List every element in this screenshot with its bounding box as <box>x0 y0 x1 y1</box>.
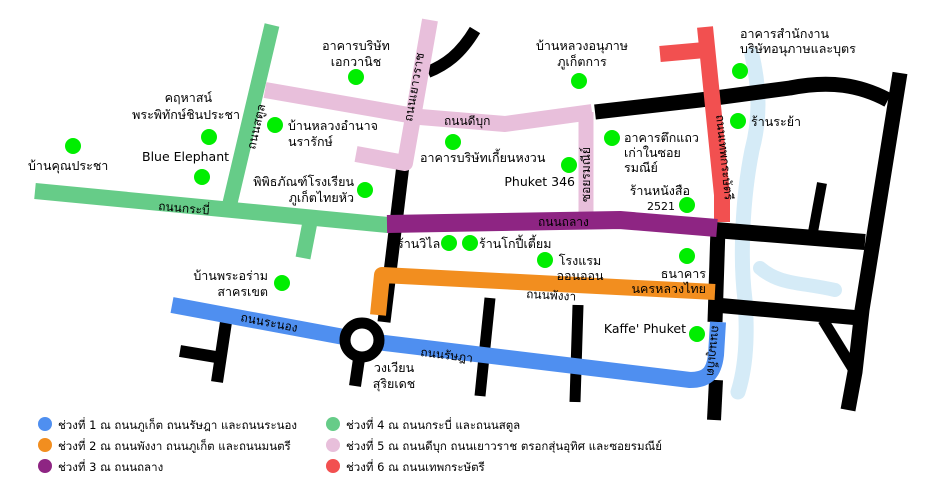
poi-marker[interactable] <box>445 134 461 150</box>
legend-label: ช่วงที่ 6 ณ ถนนเทพกระษัตรี <box>346 459 485 474</box>
road-east-diagonal <box>818 317 860 375</box>
road-dibuk <box>263 82 594 132</box>
legend-swatch-section5 <box>326 438 340 452</box>
road-south-1 <box>474 297 496 397</box>
poi-marker[interactable] <box>267 117 283 133</box>
road-north-arc <box>425 26 481 78</box>
poi-marker[interactable] <box>732 63 748 79</box>
place-label: บ้านคุณประชา <box>28 158 108 174</box>
road-east-grid-2 <box>714 297 861 326</box>
road-phuket-north <box>707 227 726 323</box>
legend-swatch-section6 <box>326 459 340 473</box>
road-phangnga <box>370 267 716 316</box>
poi-marker[interactable] <box>348 69 364 85</box>
place-label: อาคารบริษัทเอกวานิช <box>322 38 390 69</box>
place-label: ร้านวิไล <box>397 236 440 251</box>
road-label-rommanee: ซอยรมณีย์ <box>579 147 593 202</box>
road-satun <box>222 23 280 205</box>
road-west-2 <box>179 345 223 364</box>
river <box>730 47 766 400</box>
place-label: คฤหาสน์พระพิทักษ์ชินประชา <box>132 90 240 122</box>
place-label: โรงแรมออนออน <box>556 253 604 283</box>
road-thepkrasattri-stub <box>659 42 706 62</box>
legend-swatch-section2 <box>38 438 52 452</box>
poi-marker[interactable] <box>357 182 373 198</box>
roundabout-suriyadet <box>339 317 385 363</box>
place-label: บ้านพระอร่ามสาครเขต <box>193 268 268 299</box>
poi-marker[interactable] <box>604 130 620 146</box>
legend-label: ช่วงที่ 2 ณ ถนนพังงา ถนนภูเก็ต และถนนมนต… <box>58 438 291 453</box>
poi-marker[interactable] <box>689 326 705 342</box>
poi-marker[interactable] <box>561 157 577 173</box>
legend-swatch-section3 <box>38 459 52 473</box>
road-thalang <box>386 211 718 237</box>
poi-marker[interactable] <box>462 235 478 251</box>
road-yaowarat <box>354 18 438 171</box>
road-label-ratsada: ถนนรัษฎา <box>420 345 474 365</box>
poi-markers <box>65 63 748 342</box>
poi-marker[interactable] <box>274 275 290 291</box>
place-label: ร้านโกปี้เตี้ยม <box>479 234 551 251</box>
road-ranong-ratsada <box>170 297 726 388</box>
poi-marker[interactable] <box>571 73 587 89</box>
legend-swatch-section1 <box>38 417 52 431</box>
place-label: ธนาคารนครหลวงไทย <box>632 266 707 296</box>
poi-marker[interactable] <box>537 252 553 268</box>
poi-marker[interactable] <box>730 113 746 129</box>
poi-marker[interactable] <box>65 138 81 154</box>
road-dibuk-east <box>594 76 892 120</box>
poi-marker[interactable] <box>679 248 695 264</box>
legend-label: ช่วงที่ 5 ณ ถนนดีบุก ถนนเยาวราช ตรอกสุ่น… <box>346 438 662 453</box>
place-label: บ้านหลวงอำนาจนรารักษ์ <box>288 118 378 149</box>
road-east-vertical <box>840 71 908 412</box>
road-east-grid-1 <box>714 222 866 250</box>
road-phuket-south <box>707 379 723 421</box>
road-label-thalang: ถนนถลาง <box>538 215 589 229</box>
legend-label: ช่วงที่ 1 ณ ถนนภูเก็ต ถนนรัษฎา และถนนระน… <box>58 417 297 432</box>
poi-marker[interactable] <box>679 197 695 213</box>
place-label: Blue Elephant <box>142 149 229 164</box>
poi-marker[interactable] <box>201 129 217 145</box>
place-label: อาคารตึกแถวเก่าในซอยรมณีย์ <box>624 130 699 175</box>
road-satun-stub <box>295 220 318 260</box>
road-krabi <box>34 183 389 233</box>
road-label-krabi: ถนนกระบี่ <box>158 197 211 217</box>
road-east-grid-stub <box>808 182 827 233</box>
legend: ช่วงที่ 1 ณ ถนนภูเก็ต ถนนรัษฎา และถนนระน… <box>38 417 662 474</box>
road-label-phuket: ถนนภูเก็ต <box>703 325 724 377</box>
road-label-dibuk: ถนนดีบุก <box>444 114 490 129</box>
place-label: Phuket 346 <box>504 174 575 189</box>
place-label: บ้านหลวงอนุภาษภูเก็ตการ <box>536 38 628 70</box>
place-label: อาคารบริษัทเกี้ยนหงวน <box>420 148 546 165</box>
legend-label: ช่วงที่ 4 ณ ถนนกระบี่ และถนนสตูล <box>346 417 520 432</box>
poi-marker[interactable] <box>194 169 210 185</box>
river-branch <box>753 261 842 297</box>
place-label: วงเวียนสุริยเดช <box>373 360 416 392</box>
place-label: ร้านระย้า <box>751 114 801 129</box>
place-labels: อาคารบริษัทเอกวานิช คฤหาสน์พระพิทักษ์ชิน… <box>28 26 856 392</box>
road-label-phangnga: ถนนพังงา <box>526 287 577 304</box>
place-label: Kaffe' Phuket <box>604 321 686 336</box>
legend-label: ช่วงที่ 3 ณ ถนนถลาง <box>58 459 163 474</box>
road-south-2 <box>569 304 584 403</box>
road-thepkrasattri <box>697 26 730 222</box>
road-label-ranong: ถนนระนอง <box>239 310 298 335</box>
place-label: อาคารสำนักงานบริษัทอนุภาษและบุตร <box>740 26 856 57</box>
poi-marker[interactable] <box>441 235 457 251</box>
legend-swatch-section4 <box>326 417 340 431</box>
place-label: พิพิธภัณฑ์โรงเรียนภูเก็ตไทยหัว <box>253 174 354 206</box>
